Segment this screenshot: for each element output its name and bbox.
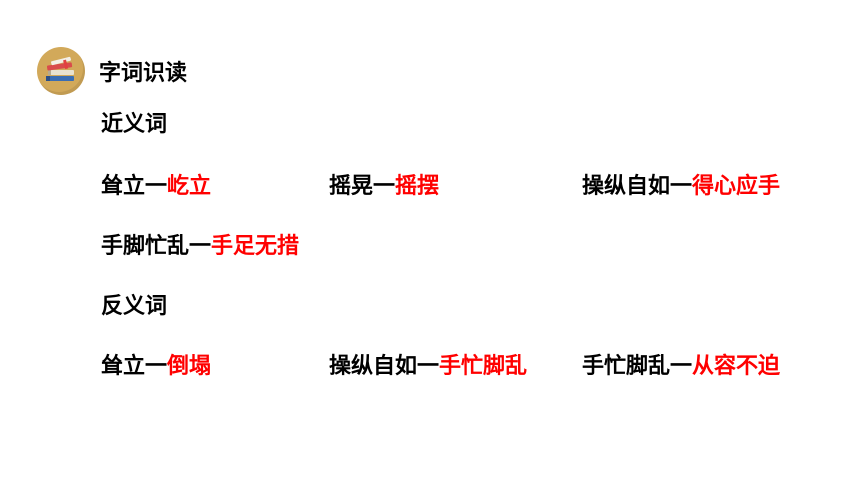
pair-dash: 一 [670,174,693,199]
pair-word: 摇晃 [329,174,374,199]
pair-word: 手脚忙乱 [101,234,190,259]
pair-dash: 一 [189,234,212,259]
synonym-pair: 操纵自如一得心应手 [582,168,780,200]
page-title: 字词识读 [99,61,188,86]
antonym-pair: 耸立一倒塌 [101,348,211,380]
pair-answer: 倒塌 [167,354,212,379]
antonym-pair: 操纵自如一手忙脚乱 [329,348,527,380]
synonym-pair: 手脚忙乱一手足无措 [101,228,299,260]
pair-answer: 得心应手 [692,174,781,199]
pair-answer: 手足无措 [211,234,300,259]
synonym-pair: 摇晃一摇摆 [329,168,439,200]
pair-answer: 手忙脚乱 [439,354,528,379]
pair-dash: 一 [145,354,168,379]
antonym-pair: 手忙脚乱一从容不迫 [582,348,780,380]
section-header: 字词识读 [37,46,187,96]
pair-dash: 一 [373,174,396,199]
pair-dash: 一 [417,354,440,379]
pair-answer: 屹立 [167,174,212,199]
pair-word: 操纵自如 [582,174,671,199]
pair-word: 手忙脚乱 [582,354,671,379]
pair-word: 耸立 [101,174,146,199]
pair-answer: 摇摆 [395,174,440,199]
synonym-pair: 耸立一屹立 [101,168,211,200]
pair-word: 耸立 [101,354,146,379]
synonyms-heading: 近义词 [101,112,168,137]
antonyms-heading: 反义词 [101,294,168,319]
books-icon [37,47,85,95]
pair-answer: 从容不迫 [692,354,781,379]
pair-word: 操纵自如 [329,354,418,379]
pair-dash: 一 [145,174,168,199]
pair-dash: 一 [670,354,693,379]
